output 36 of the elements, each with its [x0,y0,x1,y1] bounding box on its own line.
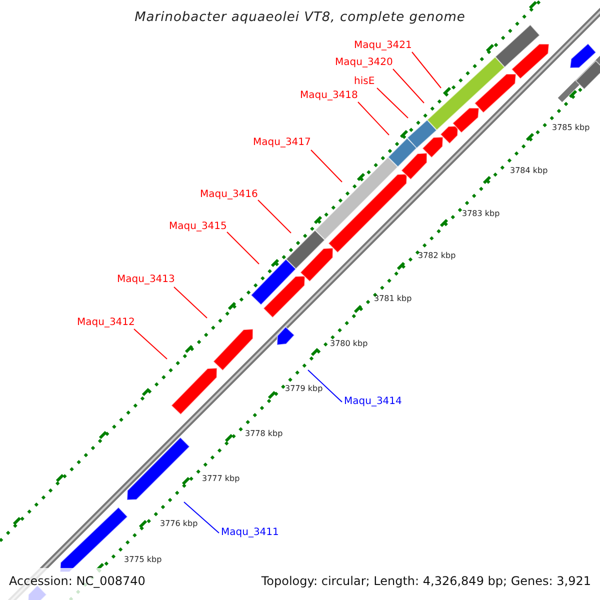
scale-label: 3783 kbp [462,210,500,218]
scale-label: 3780 kbp [330,340,368,348]
leader-line [308,370,342,402]
gene-label: hisE [354,77,375,87]
scale-label: 3785 kbp [552,124,590,132]
leader-line [174,286,208,318]
gene-label: Maqu_3413 [117,275,175,285]
gene-label: Maqu_3416 [200,190,258,200]
leader-line [358,102,390,136]
leader-line [310,150,342,182]
leader-line [412,52,442,88]
gene-label: Maqu_3417 [253,138,311,148]
scale-label: 3775 kbp [124,556,162,564]
scale-label: 3781 kbp [374,295,412,303]
scale-label: 3784 kbp [510,167,548,175]
scale-label: 3777 kbp [202,475,240,483]
scale-label: 3782 kbp [418,252,456,260]
scale-label: 3779 kbp [285,385,323,393]
leader-line [258,200,292,234]
gene-label: Maqu_3418 [300,91,358,101]
gene-label: Maqu_3414 [344,397,402,407]
leader-line [376,88,408,118]
footer-text: Accession: NC_008740 [9,575,146,587]
gene-label: Maqu_3421 [354,41,412,51]
title: Marinobacter aquaeolei VT8, complete genome [134,10,466,25]
gene-label: Maqu_3420 [335,58,393,68]
gene-label: Maqu_3415 [169,222,227,232]
footer-text: Topology: circular; Length: 4,326,849 bp; Genes: 3,921 [261,575,591,587]
gene-label: Maqu_3412 [77,318,135,328]
leader-line [226,232,260,264]
leader-line [184,502,220,534]
scale-label: 3778 kbp [245,430,283,438]
scale-label: 3776 kbp [160,520,198,528]
gene-label: Maqu_3411 [221,528,279,538]
leader-line [134,328,168,360]
leader-line [392,68,424,104]
